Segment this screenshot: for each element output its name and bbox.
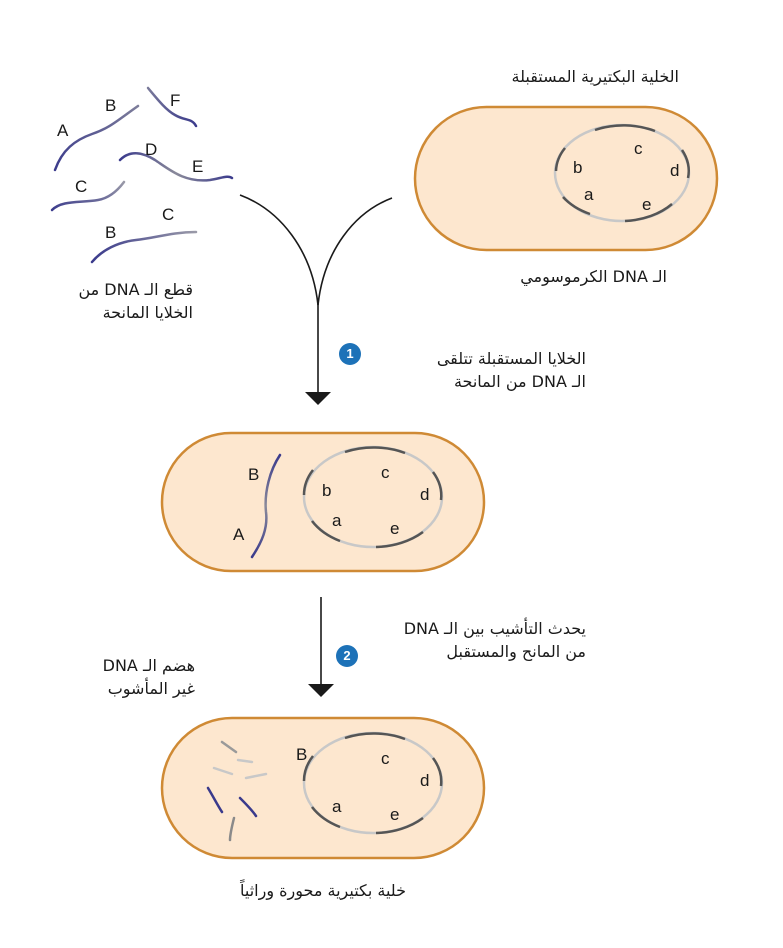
step-2-badge: 2	[336, 645, 358, 667]
recombined-gene-b: B	[296, 745, 307, 764]
donor-fragment-de	[118, 152, 234, 182]
donor-fragments-label-2: الخلايا المانحة	[102, 303, 193, 322]
gene-c: c	[381, 463, 390, 482]
cell-body	[413, 105, 719, 252]
gene-c: c	[634, 139, 643, 158]
donor-fragment-c	[50, 180, 126, 212]
donor-letter-d: D	[145, 140, 157, 159]
donor-letter-e: E	[192, 157, 203, 176]
recipient-cell: b c d a e	[413, 105, 719, 252]
step-1-badge: 1	[339, 343, 361, 365]
gene-e: e	[390, 805, 399, 824]
gene-d: d	[420, 771, 429, 790]
gene-e: e	[642, 195, 651, 214]
chromosome-dark-segments	[554, 124, 690, 223]
donor-letter-c2: C	[162, 205, 174, 224]
step-1-label-2: الـ DNA من المانحة	[453, 372, 586, 391]
digested-dna-pieces	[206, 740, 268, 842]
donor-letter-f: F	[170, 91, 180, 110]
modified-cell: B c d a e	[160, 716, 486, 860]
donor-letter-a: A	[57, 121, 69, 140]
cell-body	[160, 716, 486, 860]
cell-body	[160, 431, 486, 573]
inserted-gene-a: A	[233, 525, 245, 544]
donor-fragments: A B F D E C B C	[50, 86, 234, 264]
digest-label-2: غير المأشوب	[107, 679, 195, 698]
donor-fragment-ab	[53, 104, 140, 172]
modified-cell-label: خلية بكتيرية محورة وراثياً	[240, 881, 406, 900]
step-1-label-1: الخلايا المستقبلة تتلقى	[436, 349, 586, 368]
donor-letter-b2: B	[105, 223, 116, 242]
step-2-label-1: يحدث التأشيب بين الـ DNA	[403, 619, 586, 638]
arrow-head-1	[305, 392, 331, 405]
donor-letter-c: C	[75, 177, 87, 196]
merge-arrow	[239, 194, 393, 392]
gene-a: a	[584, 185, 594, 204]
chromosome-dark-segments	[302, 732, 443, 835]
recipient-cell-label: الخلية البكتيرية المستقبلة	[511, 67, 680, 86]
donor-fragment-bc	[90, 230, 198, 264]
inserted-gene-b: B	[248, 465, 259, 484]
donor-fragments-label-1: قطع الـ DNA من	[78, 280, 193, 299]
chromosomal-dna-label: الـ DNA الكرموسومي	[520, 267, 667, 286]
gene-d: d	[420, 485, 429, 504]
step-2-label-2: من المانح والمستقبل	[446, 642, 586, 661]
receiving-cell: B A b c d a e	[160, 431, 486, 573]
gene-b: b	[322, 481, 331, 500]
gene-c: c	[381, 749, 390, 768]
digest-label-1: هضم الـ DNA	[102, 656, 195, 675]
gene-a: a	[332, 511, 342, 530]
gene-e: e	[390, 519, 399, 538]
donor-fragment-f	[146, 86, 198, 128]
gene-a: a	[332, 797, 342, 816]
inserted-fragment	[250, 453, 282, 559]
gene-b: b	[573, 158, 582, 177]
arrow-head-2	[308, 684, 334, 697]
gene-d: d	[670, 161, 679, 180]
chromosome-dark-segments	[302, 446, 443, 549]
donor-letter-b: B	[105, 96, 116, 115]
